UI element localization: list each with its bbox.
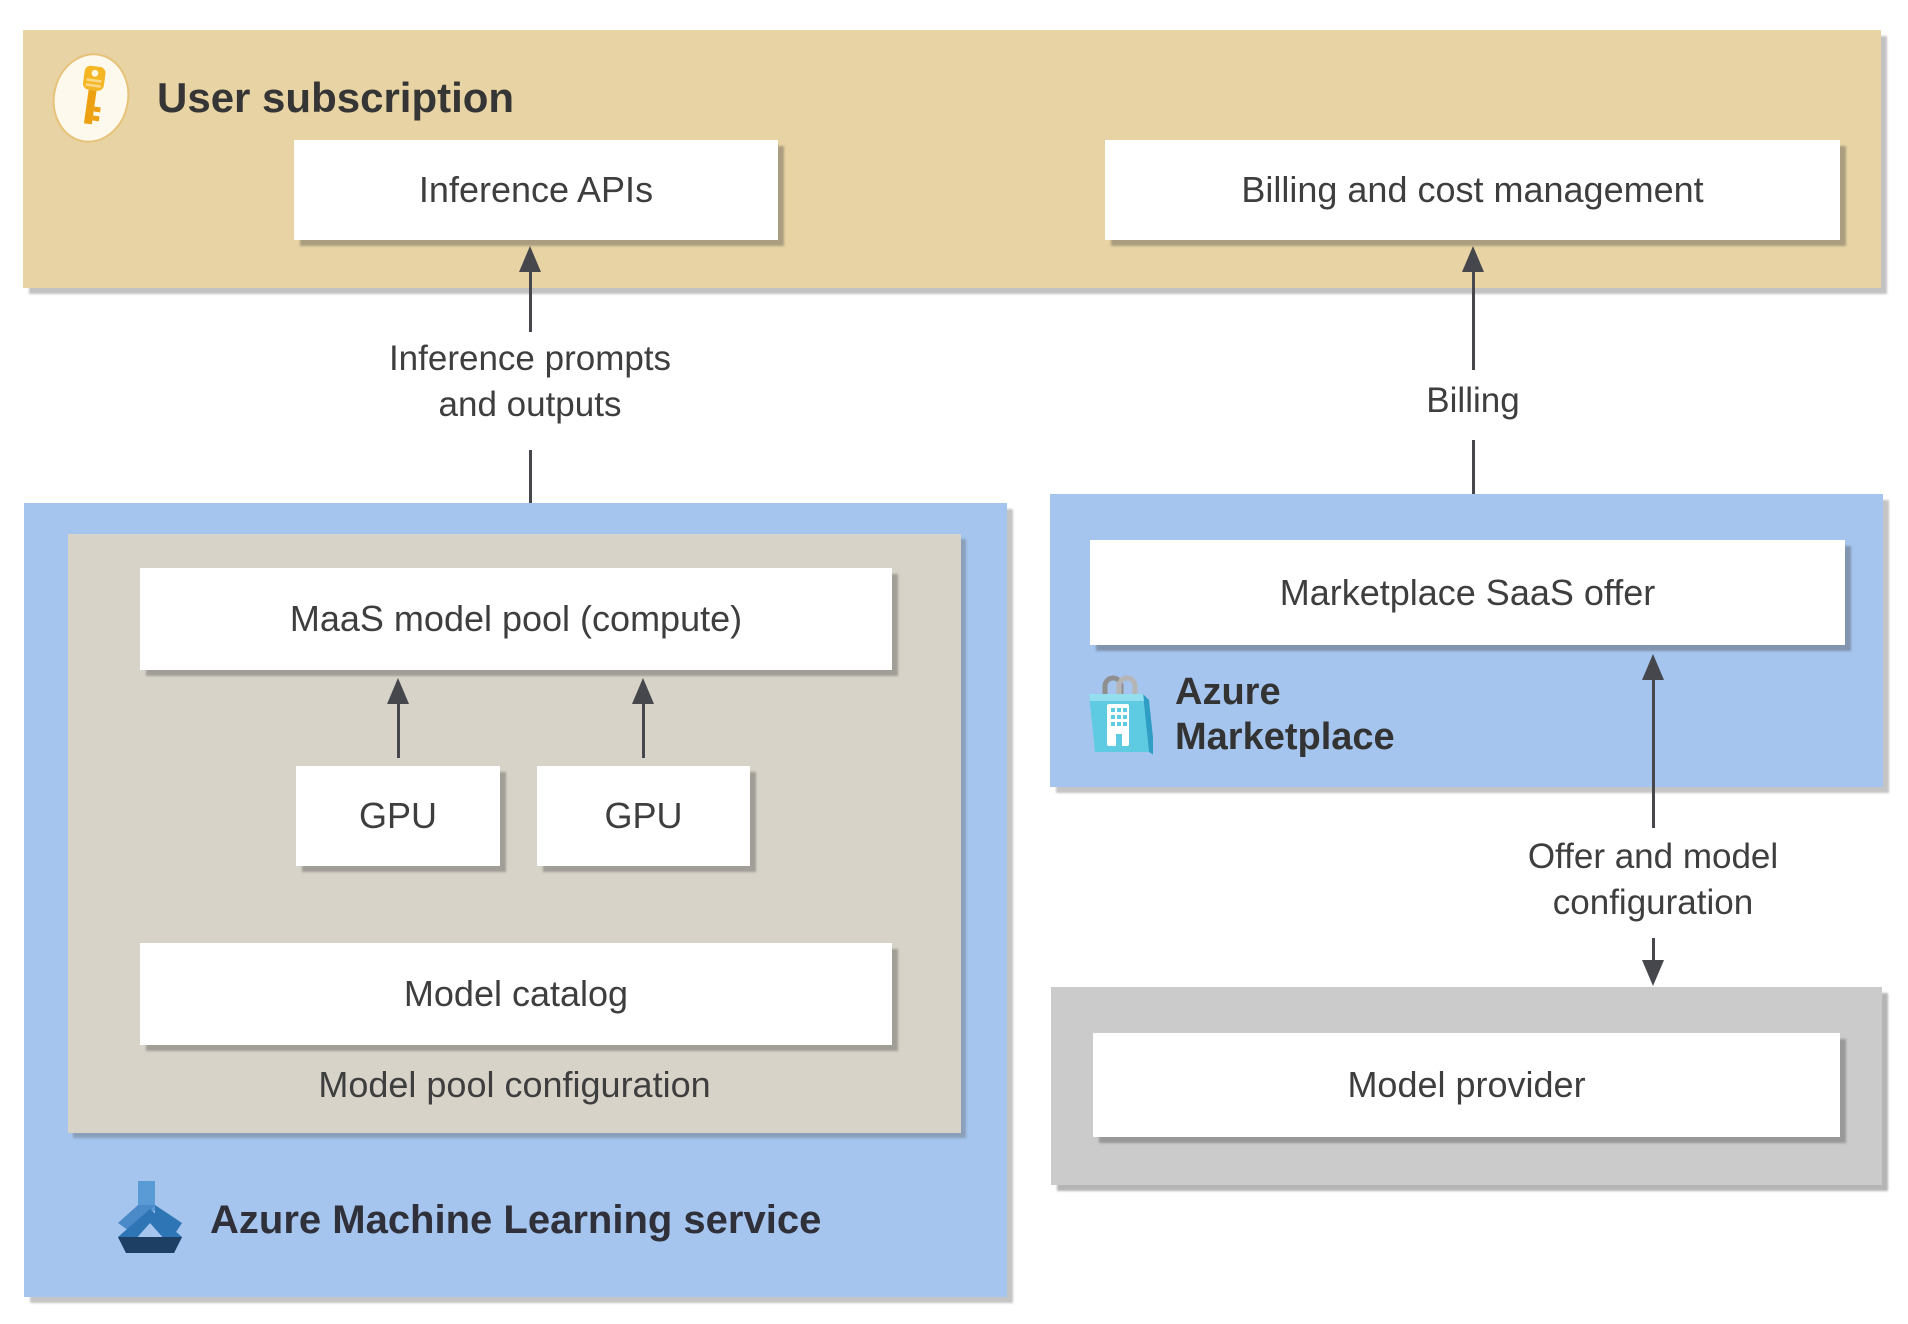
inference-arrow-up-head — [519, 246, 541, 272]
maas-model-pool-box: MaaS model pool (compute) — [140, 568, 892, 670]
offer-arrow-down-head — [1642, 960, 1664, 986]
gpu-box-1: GPU — [296, 766, 500, 866]
user-subscription-header: User subscription — [51, 50, 514, 146]
inference-apis-label: Inference APIs — [418, 169, 654, 210]
gpu-1-label: GPU — [358, 795, 437, 836]
inference-flow-label: Inference prompts and outputs — [388, 339, 672, 425]
azure-marketplace-title-line1: Azure — [1175, 671, 1281, 714]
gpu-2-label: GPU — [604, 795, 683, 836]
azure-marketplace-band: Marketplace SaaS offer Azure Marketp — [1050, 494, 1883, 787]
shopping-bag-icon — [1089, 675, 1153, 755]
billing-arrow-up-head — [1462, 246, 1484, 272]
flask-icon — [118, 1181, 182, 1253]
key-icon — [52, 53, 130, 143]
azure-ml-footer: Azure Machine Learning service — [112, 1178, 821, 1262]
model-pool-configuration-band: MaaS model pool (compute) GPU GPU Model … — [68, 534, 961, 1133]
billing-flow-label: Billing — [1426, 381, 1520, 420]
model-provider-band: Model provider — [1051, 987, 1882, 1185]
azure-marketplace-header: Azure Marketplace — [1085, 670, 1395, 760]
offer-arrow-down-line — [1651, 938, 1655, 962]
inference-arrow-down-line — [528, 450, 532, 528]
model-provider-label: Model provider — [1347, 1064, 1586, 1105]
azure-ml-title: Azure Machine Learning service — [210, 1197, 822, 1242]
maas-model-pool-label: MaaS model pool (compute) — [289, 598, 743, 639]
model-pool-configuration-caption: Model pool configuration — [318, 1064, 711, 1105]
billing-arrow-down-line — [1471, 440, 1475, 514]
user-subscription-band: User subscription Inference APIs Billing… — [23, 30, 1881, 288]
azure-marketplace-title-line2: Marketplace — [1175, 716, 1395, 758]
user-subscription-title: User subscription — [157, 74, 515, 121]
model-catalog-label: Model catalog — [403, 973, 629, 1014]
gpu-box-2: GPU — [537, 766, 750, 866]
gpu1-arrow-line — [396, 702, 400, 758]
gpu2-arrow-line — [641, 702, 645, 758]
model-provider-box: Model provider — [1093, 1033, 1840, 1137]
inference-apis-box: Inference APIs — [294, 140, 778, 240]
inference-arrow-up-line — [528, 270, 532, 332]
marketplace-saas-offer-box: Marketplace SaaS offer — [1090, 540, 1845, 645]
offer-arrow-up-head — [1642, 654, 1664, 680]
gpu1-arrow-head — [387, 678, 409, 704]
model-catalog-box: Model catalog — [140, 943, 892, 1045]
billing-cost-management-box: Billing and cost management — [1105, 140, 1840, 240]
offer-flow-label: Offer and model configuration — [1527, 837, 1779, 923]
marketplace-saas-offer-label: Marketplace SaaS offer — [1279, 571, 1656, 613]
offer-arrow-up-line — [1651, 678, 1655, 828]
billing-arrow-up-line — [1471, 270, 1475, 370]
gpu2-arrow-head — [632, 678, 654, 704]
azure-ml-band: MaaS model pool (compute) GPU GPU Model … — [24, 503, 1007, 1297]
billing-cost-management-label: Billing and cost management — [1241, 169, 1704, 210]
